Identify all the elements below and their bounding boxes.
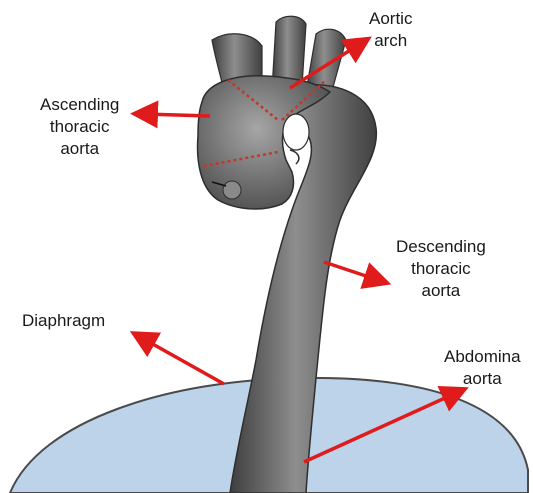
label-descending-line3: aorta (396, 280, 486, 302)
label-descending-thoracic-aorta: Descending thoracic aorta (396, 236, 486, 302)
label-ascending-line1: Ascending (40, 94, 119, 116)
label-descending-line1: Descending (396, 236, 486, 258)
arrow-descending (324, 262, 378, 280)
label-ascending-thoracic-aorta: Ascending thoracic aorta (40, 94, 119, 160)
label-abdominal-line2: aorta (444, 368, 521, 390)
label-aortic-arch: Aortic arch (369, 8, 412, 52)
arrow-ascending (144, 114, 210, 116)
label-diaphragm-line1: Diaphragm (22, 310, 105, 332)
label-ascending-line2: thoracic (40, 116, 119, 138)
label-ascending-line3: aorta (40, 138, 119, 160)
label-diaphragm: Diaphragm (22, 310, 105, 332)
arrow-diaphragm (142, 338, 224, 384)
label-aortic-arch-line2: arch (369, 30, 412, 52)
label-abdominal-line1: Abdomina (444, 346, 521, 368)
label-descending-line2: thoracic (396, 258, 486, 280)
label-aortic-arch-line1: Aortic (369, 8, 412, 30)
label-abdominal-aorta: Abdomina aorta (444, 346, 521, 390)
arch-inner-hole (283, 114, 309, 150)
